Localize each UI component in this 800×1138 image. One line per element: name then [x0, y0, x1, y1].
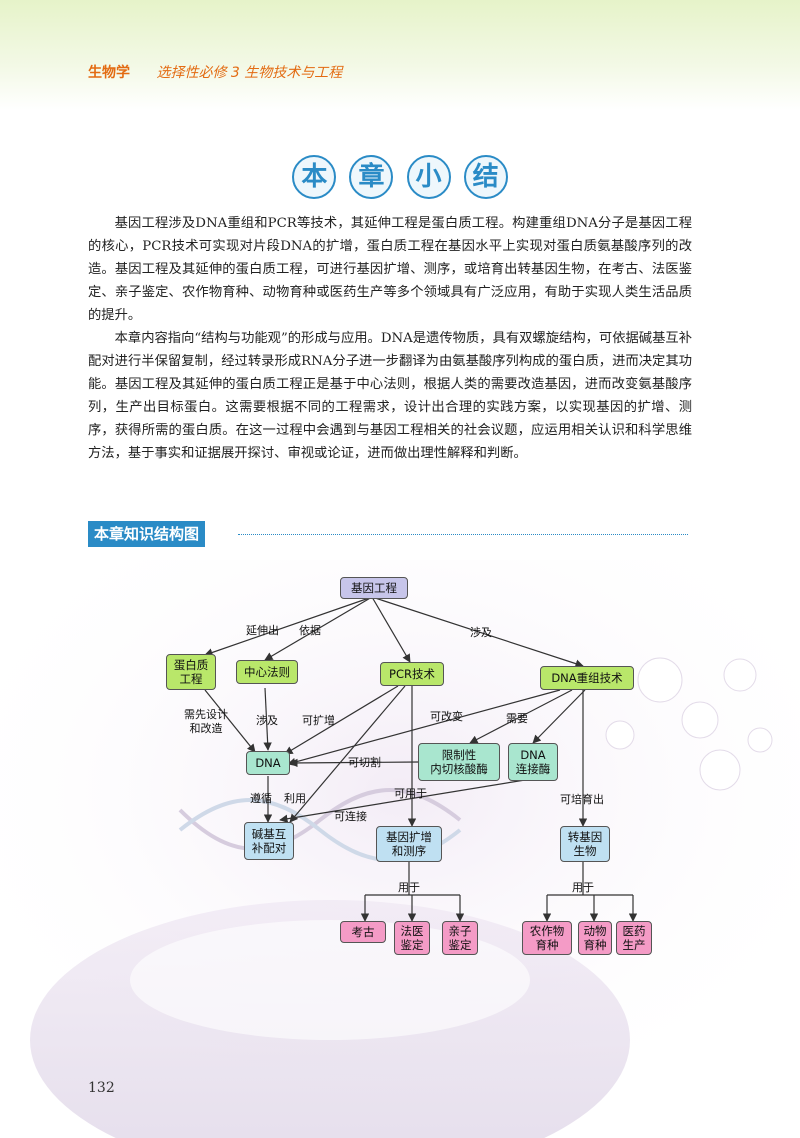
edge-label: 需先设计 和改造 — [184, 708, 228, 735]
edge-label: 涉及 — [470, 626, 492, 639]
edge-label: 用于 — [572, 881, 594, 894]
node-central-dogma: 中心法则 — [236, 660, 298, 684]
node-crop-breeding: 农作物 育种 — [522, 921, 572, 955]
section-divider — [238, 534, 688, 535]
edge-label: 可切割 — [348, 756, 381, 769]
node-pcr: PCR技术 — [380, 662, 444, 686]
node-restriction-enzyme: 限制性 内切核酸酶 — [418, 743, 500, 781]
edge-label: 用于 — [398, 881, 420, 894]
summary-body: 基因工程涉及DNA重组和PCR等技术，其延伸工程是蛋白质工程。构建重组DNA分子… — [88, 212, 692, 465]
connector — [204, 689, 256, 753]
node-forensic: 法医 鉴定 — [394, 921, 430, 955]
connector — [469, 689, 573, 744]
connector — [279, 779, 526, 823]
connector — [371, 596, 584, 668]
node-base-pairing: 碱基互 补配对 — [244, 822, 294, 860]
node-amplify-sequence: 基因扩增 和测序 — [376, 826, 442, 862]
connector — [371, 596, 411, 663]
running-header: 生物学 选择性必修 3 生物技术与工程 — [88, 62, 342, 82]
connector — [264, 596, 373, 661]
edge-label: 涉及 — [256, 714, 278, 727]
node-gene-engineering: 基因工程 — [340, 577, 408, 599]
connector — [287, 689, 561, 767]
summary-paragraph: 基因工程涉及DNA重组和PCR等技术，其延伸工程是蛋白质工程。构建重组DNA分子… — [88, 216, 692, 323]
header-book-title: 选择性必修 3 生物技术与工程 — [156, 65, 343, 81]
edge-label: 可扩增 — [302, 714, 335, 727]
page-number: 132 — [88, 1080, 115, 1096]
title-char: 小 — [406, 155, 451, 199]
edge-label: 依据 — [299, 624, 321, 637]
title-char: 结 — [463, 155, 508, 199]
chapter-summary-title: 本 章 小 结 — [0, 155, 800, 199]
connector — [532, 689, 586, 744]
title-char: 本 — [292, 155, 337, 199]
section-title: 本章知识结构图 — [88, 521, 206, 547]
connector — [263, 687, 272, 751]
node-medicine: 医药 生产 — [616, 921, 652, 955]
node-dna-recombination: DNA重组技术 — [540, 666, 634, 690]
connector — [204, 596, 373, 657]
connector — [289, 758, 419, 768]
node-protein-engineering: 蛋白质 工程 — [166, 654, 216, 690]
edge-label: 遵循 — [250, 792, 272, 805]
header-band — [0, 0, 800, 110]
edge-label: 可连接 — [334, 810, 367, 823]
edge-label: 需要 — [506, 712, 528, 725]
node-dna: DNA — [246, 751, 290, 775]
section-heading: 本章知识结构图 — [88, 521, 688, 547]
node-animal-breeding: 动物 育种 — [578, 921, 612, 955]
node-dna-ligase: DNA 连接酶 — [508, 743, 558, 781]
connector — [284, 685, 399, 755]
edge-label: 可改变 — [430, 710, 463, 723]
edge-label: 利用 — [284, 792, 306, 805]
edge-label: 可培育出 — [560, 793, 604, 806]
node-paternity: 亲子 鉴定 — [442, 921, 478, 955]
edge-label: 延伸出 — [246, 624, 279, 637]
node-archaeology: 考古 — [340, 921, 386, 943]
edge-label: 可用于 — [394, 787, 427, 800]
node-transgenic: 转基因 生物 — [560, 826, 610, 862]
header-subject: 生物学 — [88, 65, 130, 81]
connector — [547, 862, 633, 896]
connector — [289, 685, 406, 823]
summary-paragraph: 本章内容指向“结构与功能观”的形成与应用。DNA是遗传物质，具有双螺旋结构，可依… — [88, 331, 692, 461]
title-char: 章 — [349, 155, 394, 199]
